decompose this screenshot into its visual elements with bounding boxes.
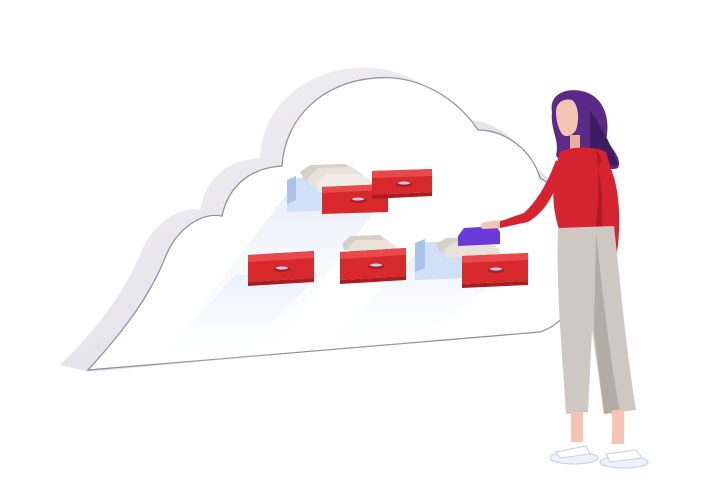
left-shoe [549, 445, 599, 465]
drawer-bottom-middle [340, 235, 406, 284]
drawer-top-right [372, 169, 432, 199]
drawer-top-left [287, 164, 388, 214]
selected-file-icon [458, 226, 500, 246]
right-shoe [599, 449, 649, 469]
drawer-bottom-left [248, 251, 314, 286]
woman-figure [480, 90, 649, 469]
light-beam-3 [150, 275, 320, 370]
drawer-bottom-right [415, 226, 528, 288]
